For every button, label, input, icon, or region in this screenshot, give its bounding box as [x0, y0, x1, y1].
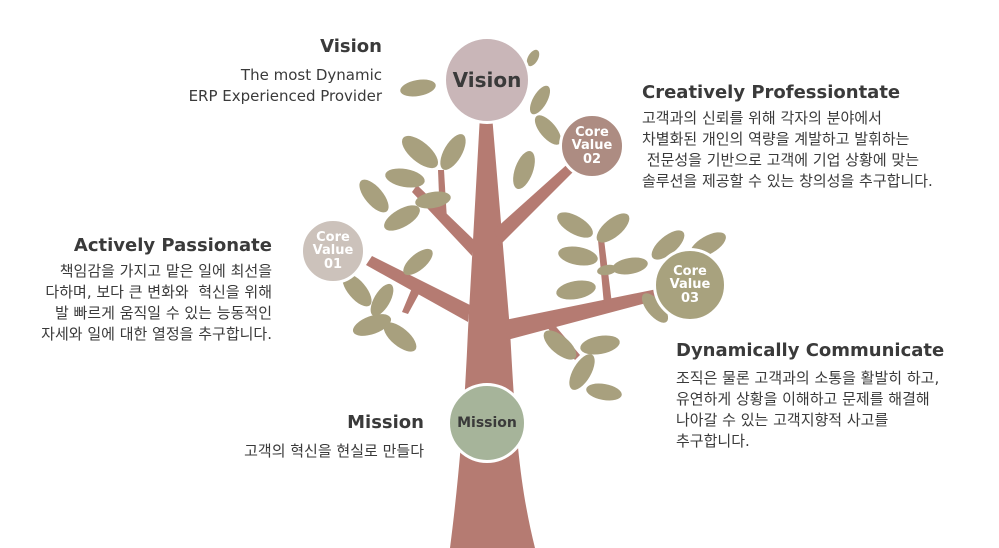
mission-description: 고객의 혁신을 현실로 만들다: [180, 441, 424, 462]
branch-core-value-02: [494, 160, 578, 246]
leaf: [513, 150, 535, 190]
leaf: [529, 85, 551, 115]
leaf: [586, 383, 622, 401]
vision-title: Vision: [320, 36, 382, 57]
core-value-02-circle: Core Value 02: [559, 113, 625, 179]
dynamically-line-2: 유연하게 상황을 이해하고 문제를 해결해: [676, 390, 930, 408]
core-value-03-line-1: Core: [673, 263, 707, 279]
actively-title: Actively Passionate: [73, 235, 272, 256]
core-value-03-line-3: 03: [680, 290, 700, 306]
dynamically-line-3: 나아갈 수 있는 고객지향적 사고를: [676, 411, 889, 429]
mission-title: Mission: [347, 412, 424, 433]
core-value-01-line-1: Core: [316, 229, 350, 245]
dynamically-description: 조직은 물론 고객과의 소통을 활발히 하고, 유연하게 상황을 이해하고 문제…: [676, 368, 939, 452]
actively-line-1: 책임감을 가지고 맡은 일에 최선을: [59, 262, 272, 280]
actively-line-4: 자세와 일에 대한 열정을 추구합니다.: [41, 325, 272, 343]
core-value-01-line-3: 01: [323, 256, 343, 272]
leaf: [401, 135, 439, 169]
dynamically-line-4: 추구합니다.: [676, 432, 750, 450]
creatively-line-2: 차별화된 개인의 역량을 계발하고 발휘하는: [642, 130, 910, 148]
vision-circle-label: Vision: [452, 67, 522, 92]
leaf: [580, 335, 620, 355]
leaf: [558, 246, 598, 266]
leaf: [415, 191, 451, 209]
vision-line-2: ERP Experienced Provider: [188, 87, 382, 105]
actively-line-3: 발 빠르게 움직일 수 있는 능동적인: [54, 304, 272, 322]
leaf: [534, 115, 562, 145]
creatively-title: Creatively Professiontate: [642, 82, 901, 103]
leaf: [385, 168, 425, 188]
core-value-01-line-2: Value: [312, 243, 354, 259]
branch-core-value-01: [366, 256, 470, 322]
core-value-02-line-3: 02: [582, 151, 602, 167]
leaf: [359, 179, 389, 213]
leaf: [557, 212, 593, 238]
core-value-03-circle: Core Value 03: [653, 248, 727, 322]
creatively-line-4: 솔루션을 제공할 수 있는 창의성을 추구합니다.: [642, 172, 933, 190]
leaf: [596, 213, 630, 243]
leaf: [403, 248, 433, 276]
core-value-01-circle: Core Value 01: [300, 218, 366, 284]
actively-description: 책임감을 가지고 맡은 일에 최선을 다하며, 보다 큰 변화와 혁신을 위해 …: [0, 261, 272, 345]
dynamically-line-1: 조직은 물론 고객과의 소통을 활발히 하고,: [676, 369, 940, 387]
leaf: [526, 49, 540, 67]
leaf: [440, 134, 466, 170]
creatively-description: 고객과의 신뢰를 위해 각자의 분야에서 차별화된 개인의 역량을 계발하고 발…: [642, 108, 933, 192]
leaf: [400, 79, 436, 97]
mission-circle-label: Mission: [457, 414, 517, 431]
core-value-02-line-2: Value: [571, 138, 613, 154]
leaf: [543, 330, 577, 360]
leaf: [651, 230, 685, 260]
creatively-line-3: 전문성을 기반으로 고객에 기업 상황에 맞는: [642, 151, 920, 169]
leaf: [383, 322, 417, 352]
vision-line-1: The most Dynamic: [240, 66, 382, 84]
leaf: [352, 314, 392, 336]
leaf: [342, 273, 372, 307]
core-value-02-line-1: Core: [575, 124, 609, 140]
leaf: [569, 354, 595, 390]
leaves: [342, 49, 726, 401]
core-value-03-line-2: Value: [669, 277, 711, 293]
leaf: [556, 280, 596, 300]
creatively-line-1: 고객과의 신뢰를 위해 각자의 분야에서: [642, 109, 882, 127]
twig-1: [402, 288, 420, 314]
leaf: [370, 283, 394, 317]
vision-circle: Vision: [443, 36, 531, 124]
leaf: [641, 293, 669, 323]
vision-description: The most Dynamic ERP Experienced Provide…: [130, 65, 382, 107]
mission-line-1: 고객의 혁신을 현실로 만들다: [244, 442, 424, 460]
leaf: [597, 264, 617, 276]
actively-line-2: 다하며, 보다 큰 변화와 혁신을 위해: [45, 283, 272, 301]
mission-circle: Mission: [447, 383, 527, 463]
branch-core-value-03: [505, 288, 665, 340]
leaf: [384, 205, 420, 231]
leaf: [612, 257, 648, 275]
dynamically-title: Dynamically Communicate: [676, 340, 945, 361]
